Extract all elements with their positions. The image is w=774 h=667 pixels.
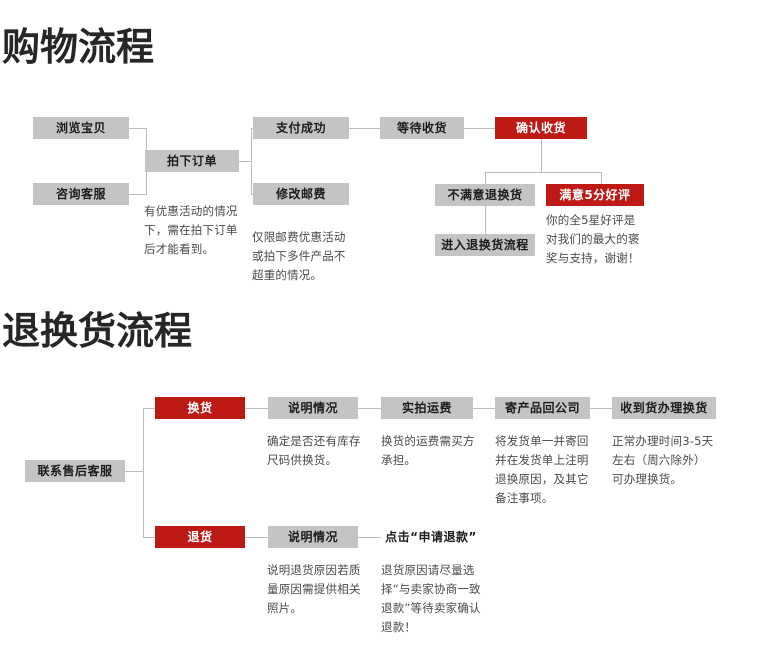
caption-place-order-note: 有优惠活动的情况下，需在拍下订单后才能看到。: [144, 204, 238, 256]
node-modify-shipping-fee[interactable]: 修改邮费: [253, 183, 349, 205]
node-exchange-explain-situation[interactable]: 说明情况: [268, 397, 358, 419]
node-satisfied-five-star-review[interactable]: 满意5分好评: [546, 184, 644, 206]
node-click-apply-refund[interactable]: 点击“申请退款”: [385, 530, 477, 544]
connector-bus-to-exchange: [143, 408, 155, 409]
connector-bus-to-dissatisfied: [485, 172, 486, 184]
caption-refund-explain-note: 说明退货原因若质量原因需提供相关照片。: [267, 563, 361, 615]
node-send-product-back[interactable]: 寄产品回公司: [495, 397, 590, 419]
node-browse-item[interactable]: 浏览宝贝: [33, 117, 129, 139]
caption-received-process-note: 正常办理时间3-5天左右（周六除外）可办理换货。: [612, 434, 714, 486]
connector-place-order-to-junction: [238, 161, 252, 162]
node-refund[interactable]: 退货: [155, 526, 245, 548]
caption-real-shot-freight-note: 换货的运费需买方承担。: [381, 434, 475, 467]
node-confirm-receipt[interactable]: 确认收货: [495, 117, 587, 139]
connector-browse-to-junction: [129, 128, 147, 129]
connector-confirm-split-bus: [485, 172, 601, 173]
node-pay-success[interactable]: 支付成功: [253, 117, 349, 139]
connector-bus-to-refund: [143, 537, 155, 538]
connector-confirm-down: [541, 139, 542, 173]
page-title-return-exchange-flow: 退换货流程: [2, 309, 193, 353]
caption-satisfied-review-note: 你的全5星好评是对我们的最大的褒奖与支持，谢谢！: [546, 213, 640, 265]
connector-sendback-to-received: [590, 408, 612, 409]
connector-right-vertical-bus: [251, 128, 252, 195]
node-dissatisfied-return[interactable]: 不满意退换货: [435, 184, 535, 206]
connector-freight-to-sendback: [473, 408, 495, 409]
node-consult-service[interactable]: 咨询客服: [33, 183, 129, 205]
connector-pay-success-to-await: [349, 128, 380, 129]
connector-refund-to-explain: [245, 537, 268, 538]
node-contact-after-sales-service[interactable]: 联系售后客服: [25, 460, 125, 482]
page-title-shopping-flow: 购物流程: [2, 25, 155, 69]
connector-explain-to-freight: [358, 408, 381, 409]
node-real-shot-freight[interactable]: 实拍运费: [381, 397, 473, 419]
connector-dissatisfied-to-return-flow: [485, 206, 486, 234]
connector-exchange-to-explain: [245, 408, 268, 409]
node-enter-return-exchange-flow[interactable]: 进入退换货流程: [435, 234, 535, 256]
connector-consult-to-junction: [129, 194, 147, 195]
connector-await-to-confirm: [464, 128, 495, 129]
node-exchange[interactable]: 换货: [155, 397, 245, 419]
node-refund-explain-situation[interactable]: 说明情况: [268, 526, 358, 548]
connector-bus-to-satisfied: [601, 172, 602, 184]
node-place-order[interactable]: 拍下订单: [145, 150, 239, 172]
caption-send-back-note: 将发货单一并寄回并在发货单上注明退换原因，及其它备注事项。: [495, 434, 589, 505]
node-received-process-exchange[interactable]: 收到货办理换货: [612, 397, 716, 419]
caption-click-apply-refund-note: 退货原因请尽量选择“与卖家协商一致退款”等待卖家确认退款！: [381, 563, 481, 634]
node-await-delivery[interactable]: 等待收货: [380, 117, 464, 139]
connector-refund-explain-to-apply: [358, 537, 381, 538]
connector-contact-to-bus: [125, 471, 144, 472]
caption-exchange-explain-note: 确定是否还有库存尺码供换货。: [267, 434, 361, 467]
caption-modify-shipping-note: 仅限邮费优惠活动或拍下多件产品不超重的情况。: [252, 230, 346, 282]
connector-return-vertical-bus: [143, 408, 144, 537]
